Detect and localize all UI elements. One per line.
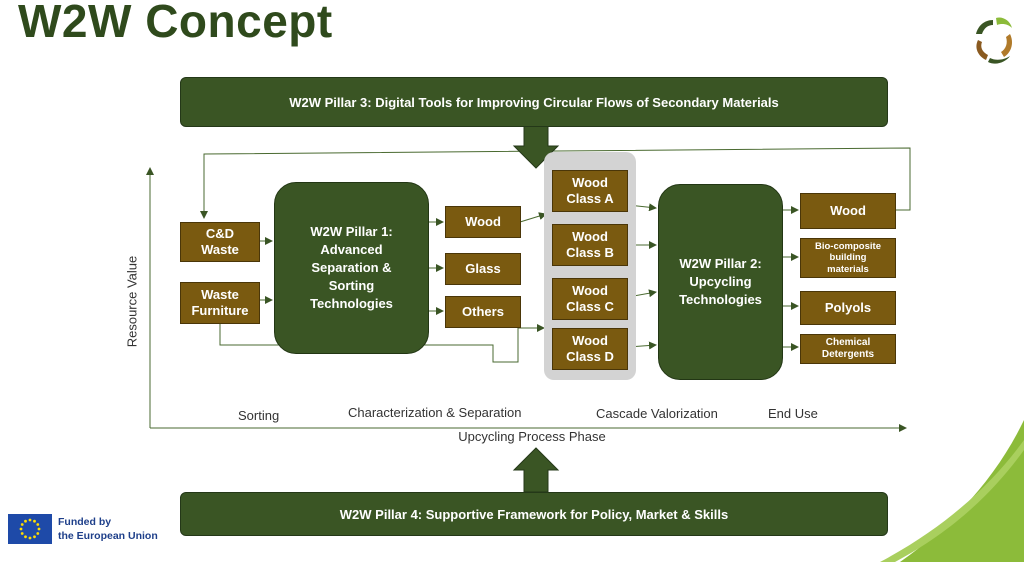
eu-funding-text: Funded by the European Union — [58, 515, 158, 543]
output-detergents-box: Chemical Detergents — [800, 334, 896, 364]
separated-wood-box: Wood — [445, 206, 521, 238]
pillar4-banner: W2W Pillar 4: Supportive Framework for P… — [180, 492, 888, 536]
page-title: W2W Concept — [18, 0, 333, 47]
separated-glass-box: Glass — [445, 253, 521, 285]
phase-end-use: End Use — [768, 406, 818, 421]
x-axis-label: Upcycling Process Phase — [458, 429, 606, 444]
phase-cascade-valorization: Cascade Valorization — [596, 406, 718, 421]
wood-class-c-box: Wood Class C — [552, 278, 628, 320]
phase-sorting: Sorting — [238, 408, 280, 423]
output-polyols-box: Polyols — [800, 291, 896, 325]
y-axis-label: Resource Value — [124, 255, 140, 348]
waste-furniture-box: Waste Furniture — [180, 282, 260, 324]
wood-class-a-box: Wood Class A — [552, 170, 628, 212]
wood-class-b-box: Wood Class B — [552, 224, 628, 266]
phase-characterization: Characterization & Separation — [348, 405, 522, 420]
output-wood-box: Wood — [800, 193, 896, 229]
pillar1-separation-sorting: W2W Pillar 1: Advanced Separation & Sort… — [274, 182, 429, 354]
recycle-leaves-logo — [976, 17, 1012, 64]
wood-class-d-box: Wood Class D — [552, 328, 628, 370]
separated-others-box: Others — [445, 296, 521, 328]
pillar3-banner: W2W Pillar 3: Digital Tools for Improvin… — [180, 77, 888, 127]
eu-funding-line1: Funded by — [58, 516, 112, 528]
cd-waste-box: C&D Waste — [180, 222, 260, 262]
pillar2-upcycling: W2W Pillar 2: Upcycling Technologies — [658, 184, 783, 380]
output-biocomposite-box: Bio-composite building materials — [800, 238, 896, 278]
eu-funding-line2: the European Union — [58, 530, 158, 543]
eu-flag-icon — [8, 514, 52, 544]
